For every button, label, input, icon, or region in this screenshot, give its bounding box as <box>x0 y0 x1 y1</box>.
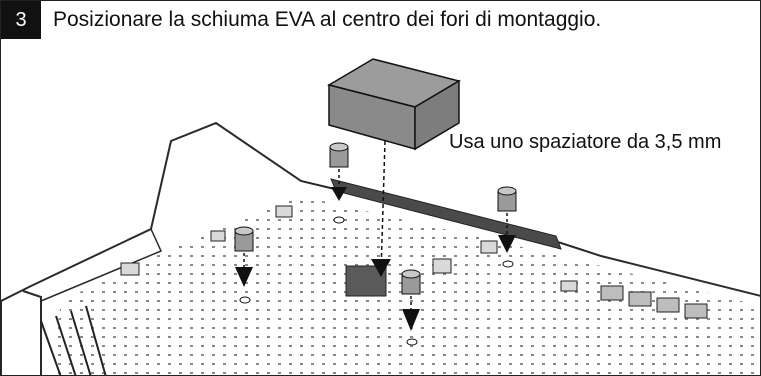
eva-foam-pad <box>327 58 461 151</box>
foam-arrow-head <box>371 259 391 277</box>
step-title: Posizionare la schiuma EVA al centro dei… <box>53 8 602 31</box>
down-arrow-icon <box>498 235 516 253</box>
heatsink-fins <box>40 305 107 375</box>
standoff-spacer <box>401 269 421 295</box>
standoff-spacer <box>497 186 517 212</box>
down-arrow-icon <box>235 267 253 287</box>
mounting-hole <box>239 296 251 304</box>
board-edge <box>22 290 42 375</box>
header-blocks <box>600 285 708 319</box>
standoff-spacer <box>234 226 254 252</box>
down-arrow-icon <box>402 309 420 331</box>
step-number-badge: 3 <box>1 1 41 39</box>
standoff-spacer <box>329 142 349 168</box>
mounting-hole <box>502 260 514 268</box>
spacer-callout: Usa uno spaziatore da 3,5 mm <box>449 131 722 153</box>
mounting-hole <box>406 338 418 346</box>
mounting-hole <box>333 216 345 224</box>
bracket-outline <box>40 228 163 302</box>
foam-guide-line <box>380 140 386 274</box>
down-arrow-icon <box>331 187 347 201</box>
